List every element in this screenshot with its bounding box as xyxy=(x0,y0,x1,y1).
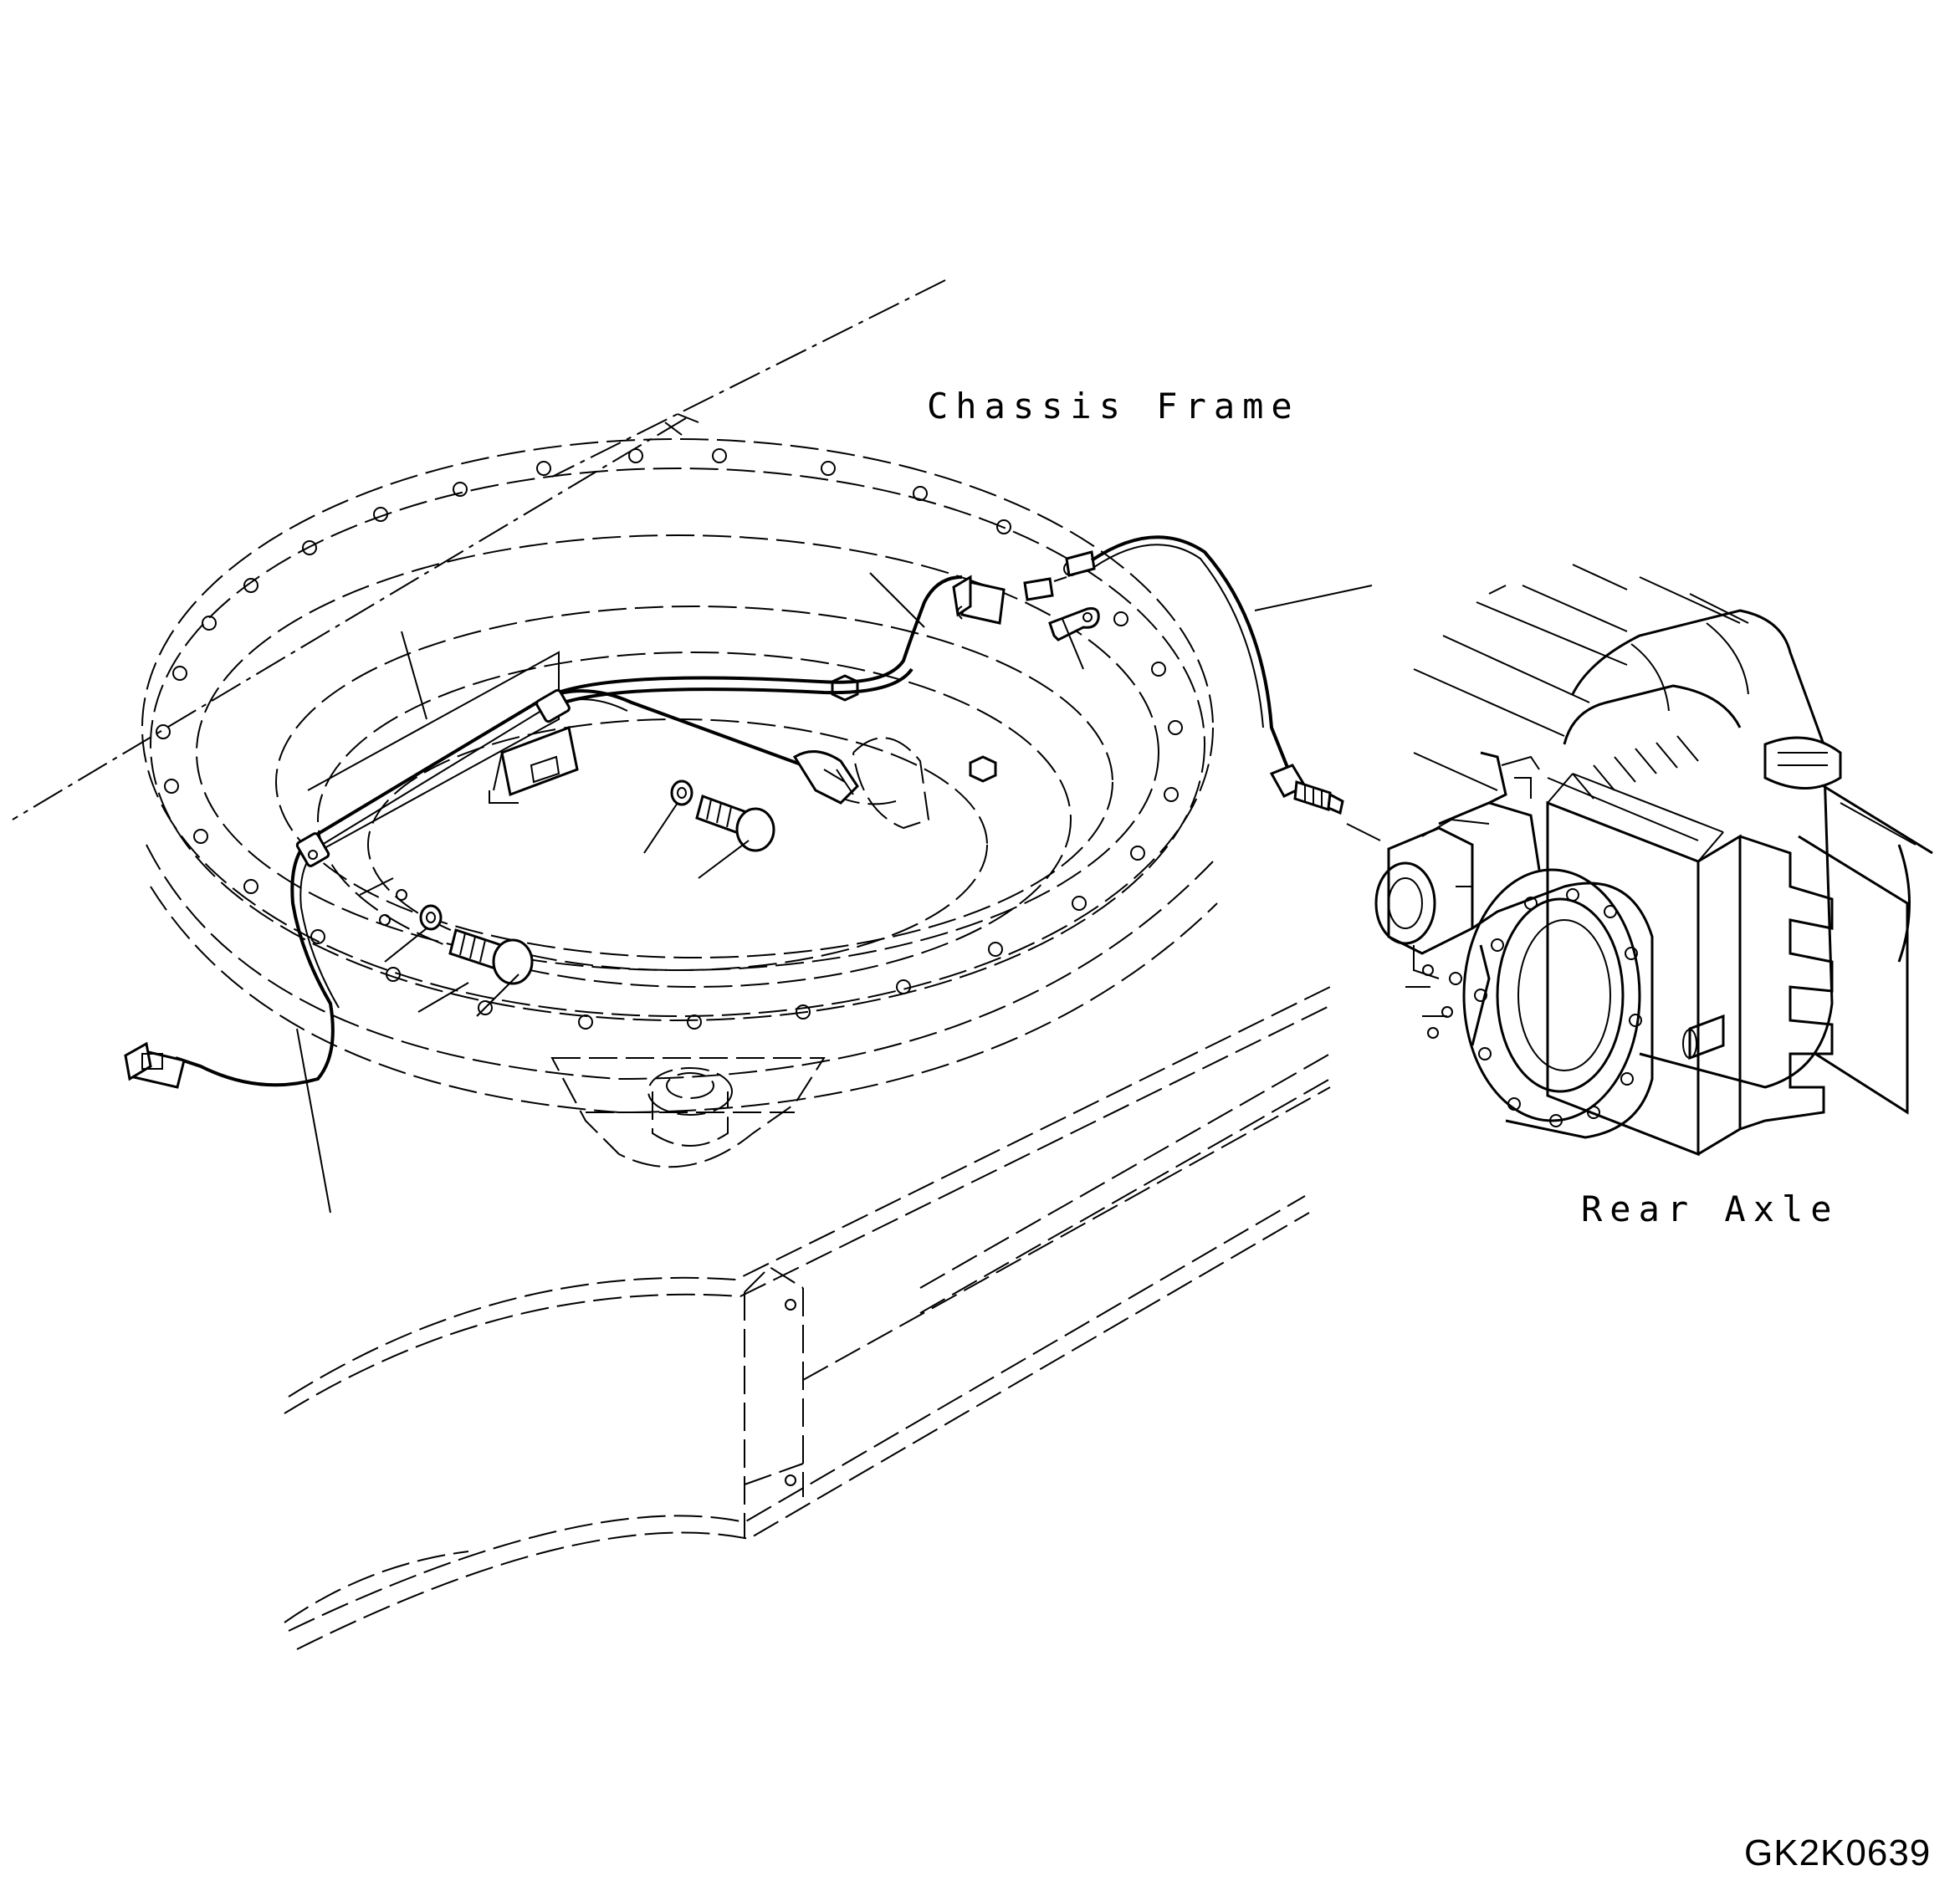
chassis-frame-label: Chassis Frame xyxy=(927,386,1300,427)
left-end-connector xyxy=(124,1041,186,1089)
rear-axle-assembly xyxy=(1374,564,1933,1157)
bolt-holes xyxy=(156,448,1183,1030)
harness-bracket xyxy=(489,725,579,804)
branch-connector xyxy=(792,750,859,805)
axle-flange xyxy=(1449,868,1654,1139)
pivot-boss xyxy=(550,1057,826,1168)
ring-terminal xyxy=(1048,607,1100,641)
washer-2 xyxy=(419,904,443,931)
cable-clip-left xyxy=(295,832,330,867)
upper-connectors xyxy=(952,550,1096,625)
cable-clip-right xyxy=(535,688,571,723)
bolt-2 xyxy=(448,928,534,985)
chassis-frame xyxy=(12,279,1335,1650)
sensor-block xyxy=(1374,751,1541,1046)
washer-1 xyxy=(670,779,693,806)
leader-lines xyxy=(296,572,1381,1214)
bolt-1 xyxy=(695,795,775,852)
speed-sensor xyxy=(1269,764,1344,815)
frame-rails xyxy=(284,986,1335,1650)
drawing-code: GK2K0639 xyxy=(1744,1832,1931,1873)
wiring-harness xyxy=(124,535,1344,1089)
rear-axle-label: Rear Axle xyxy=(1581,1188,1840,1229)
cooling-fins xyxy=(1546,735,1834,1157)
